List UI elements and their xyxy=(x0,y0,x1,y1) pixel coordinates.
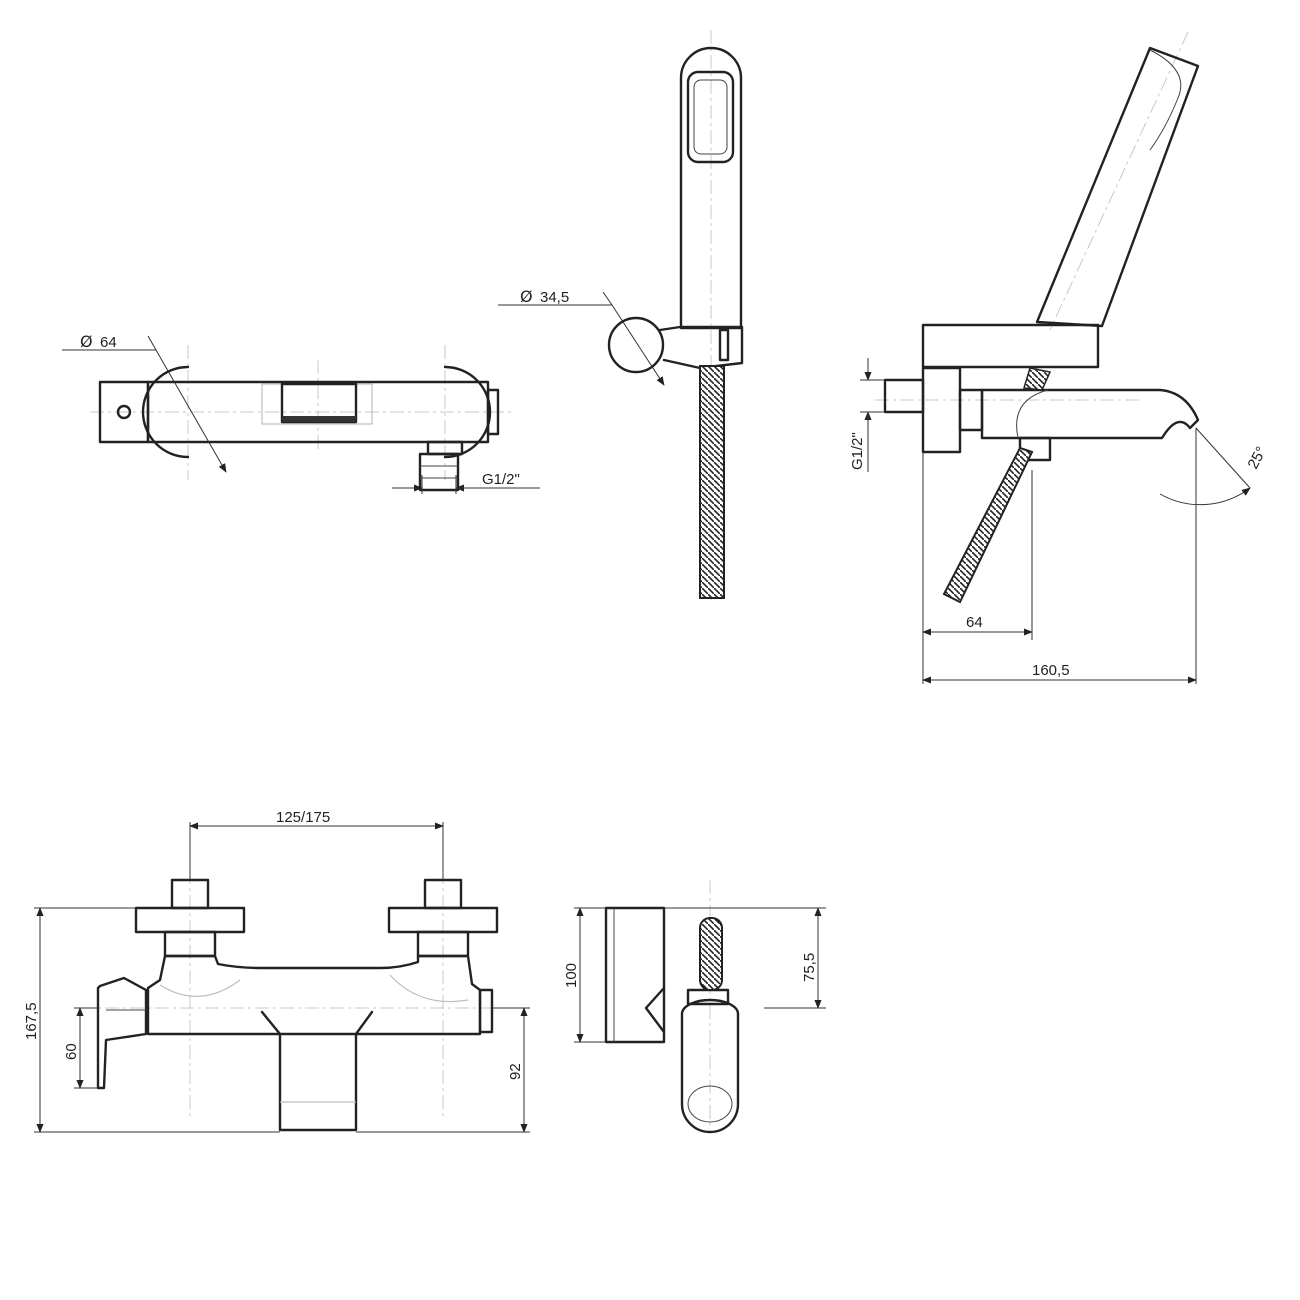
side-angle-label: 25° xyxy=(1245,444,1271,472)
diameter-symbol-2: Ø xyxy=(520,287,533,306)
bracket-height-label: 100 xyxy=(563,963,580,988)
diameter-symbol: Ø xyxy=(80,332,93,351)
front-lever-label: 60 xyxy=(63,1043,80,1060)
front-outlet-label: 92 xyxy=(507,1063,524,1080)
front-view: 125/175 167,5 60 92 xyxy=(23,809,530,1133)
mixer-thread-label: G1/2" xyxy=(482,471,520,488)
side-view: G1/2" 25° 64 160,5 xyxy=(849,31,1271,684)
side-thread-label: G1/2" xyxy=(849,432,866,470)
front-height-label: 167,5 xyxy=(23,1002,40,1040)
bracket-holder-label: 75,5 xyxy=(801,953,818,982)
shower-diameter-label: 34,5 xyxy=(540,289,569,306)
mixer-diameter-label: 64 xyxy=(100,334,117,351)
side-total-depth-label: 160,5 xyxy=(1032,662,1070,679)
hand-shower-view: Ø 34,5 xyxy=(498,30,744,600)
side-depth-label: 64 xyxy=(966,614,983,631)
side-bracket-view: 100 75,5 xyxy=(563,880,826,1134)
front-spacing-label: 125/175 xyxy=(276,809,330,826)
top-mixer-view: Ø 64 G1/2" xyxy=(62,332,540,494)
